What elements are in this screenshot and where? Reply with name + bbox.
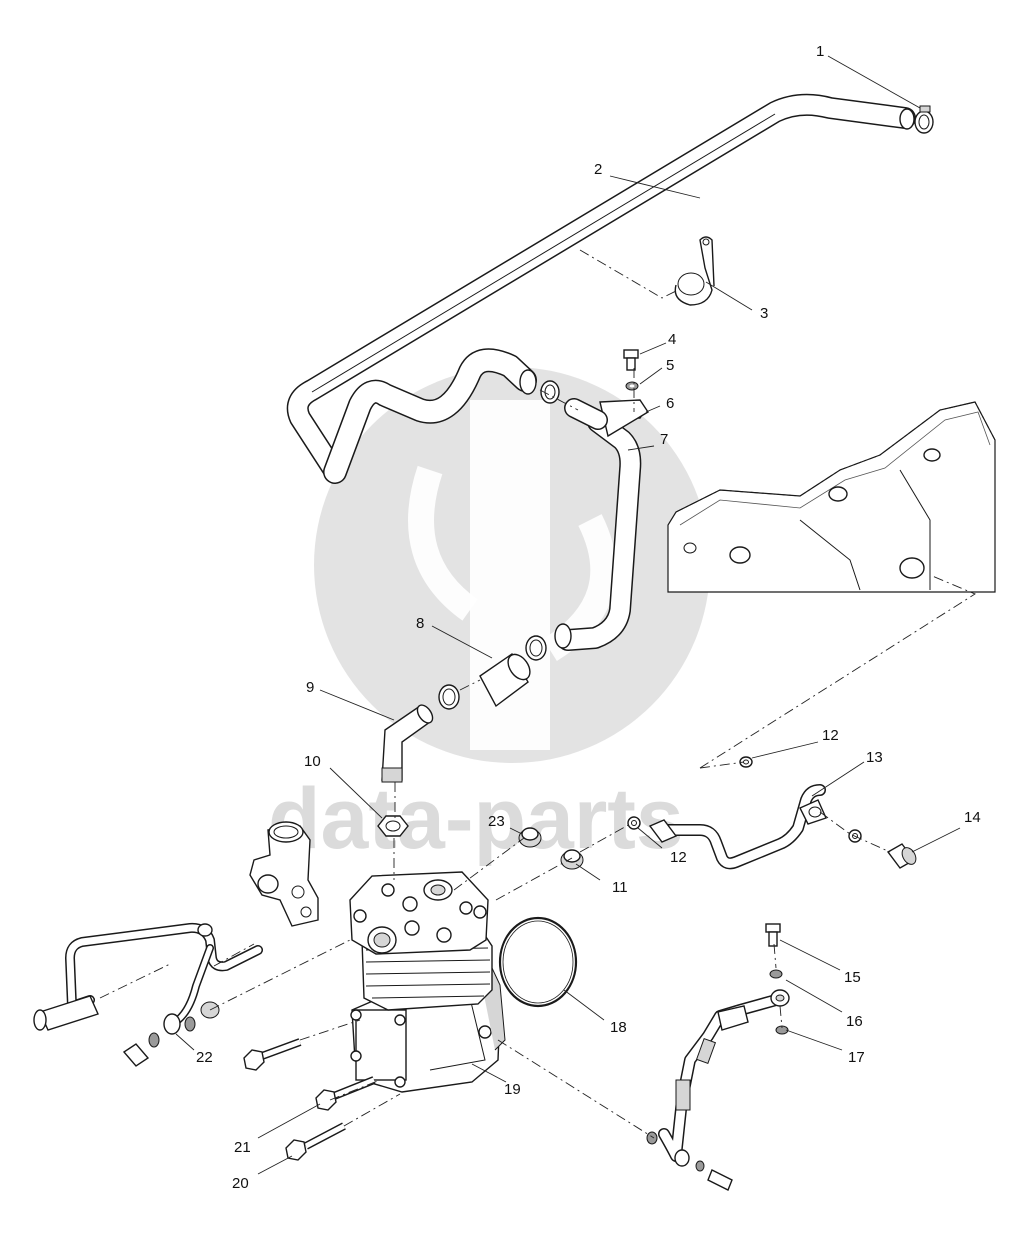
part-4-bolt [623, 349, 639, 371]
callout-13: 13 [866, 749, 883, 766]
callout-6: 6 [666, 395, 674, 412]
part-5-washer [625, 381, 639, 391]
callout-14: 14 [964, 809, 981, 826]
flex-hose [646, 994, 782, 1191]
engine-housing [667, 401, 996, 593]
part-21-bolt [315, 1076, 376, 1111]
part-19-compressor [349, 871, 506, 1093]
part-9-elbow [381, 704, 434, 783]
part-16-washer [769, 969, 783, 979]
callout-18: 18 [610, 1019, 627, 1036]
part-12-washer-b [627, 816, 641, 830]
compressor-mount-bolt [243, 1038, 302, 1071]
callout-5: 5 [666, 357, 674, 374]
air-inlet-bracket [249, 821, 319, 927]
lower-left-pipe [33, 922, 263, 1035]
part-1-hose-clamp [914, 105, 934, 134]
part-18-o-ring [498, 916, 578, 1008]
callout-12-upper: 12 [822, 727, 839, 744]
watermark-text: data-parts [268, 771, 684, 867]
assembly-lines [99, 249, 976, 1139]
callout-17: 17 [848, 1049, 865, 1066]
callout-15: 15 [844, 969, 861, 986]
callout-16: 16 [846, 1013, 863, 1030]
part-13-pipe [648, 784, 827, 870]
callout-10: 10 [304, 753, 321, 770]
part-10-nut [377, 815, 409, 837]
part-23-fitting [518, 827, 542, 848]
callout-21: 21 [234, 1139, 251, 1156]
callout-labels: 1 2 3 4 5 6 7 8 9 10 11 12 12 13 14 15 1… [196, 43, 981, 1192]
callout-2: 2 [594, 161, 602, 178]
callout-11: 11 [612, 879, 628, 896]
callout-12-lower: 12 [670, 849, 687, 866]
part-17-banjo-fitting [770, 989, 790, 1035]
part-22-banjo-bolt [122, 1016, 196, 1067]
callout-23: 23 [488, 813, 505, 830]
callout-1: 1 [816, 43, 824, 60]
callout-22: 22 [196, 1049, 213, 1066]
callout-7: 7 [660, 431, 668, 448]
hose-clamp-middle [525, 635, 547, 661]
callout-3: 3 [760, 305, 768, 322]
watermark-logo [314, 367, 710, 763]
callout-20: 20 [232, 1175, 249, 1192]
callout-8: 8 [416, 615, 424, 632]
leader-lines [175, 55, 961, 1175]
callout-4: 4 [668, 331, 676, 348]
part-8-hose-sleeve [479, 652, 531, 708]
part-14-banjo-bolt [886, 843, 917, 869]
part-20-bolt [285, 1122, 346, 1161]
hose-clamp-upper [540, 380, 560, 404]
callout-19: 19 [504, 1081, 521, 1098]
callout-9: 9 [306, 679, 314, 696]
part-2-tube [286, 93, 916, 484]
hose-clamp-lower [438, 684, 460, 710]
part-7-tube [554, 398, 649, 651]
part-15-bolt [765, 923, 781, 947]
part-3-tube-clip [674, 236, 715, 306]
